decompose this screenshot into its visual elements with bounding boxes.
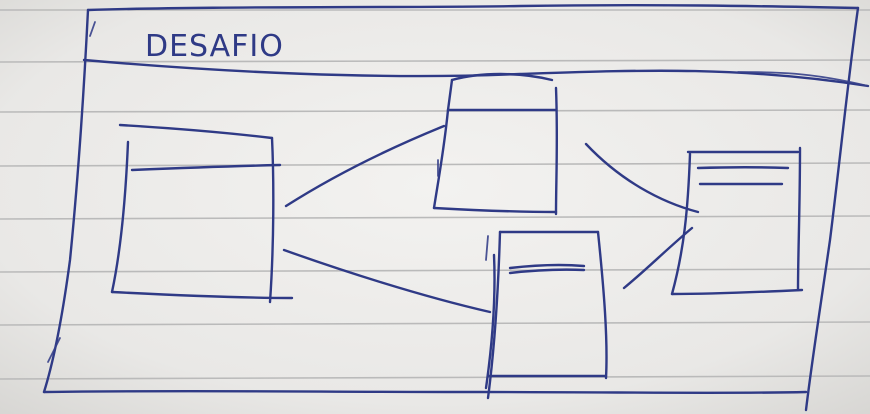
arrow-top-to-right [584, 142, 700, 214]
box-left [110, 123, 294, 304]
sketch-title: DESAFIO [145, 29, 284, 64]
connectors [282, 124, 700, 314]
box-top [432, 72, 559, 216]
box-bottom [484, 230, 608, 400]
box-right [670, 146, 804, 296]
ruled-lines [0, 9, 870, 380]
arrow-bottom-to-right [622, 226, 694, 290]
arrow-left-to-bottom [282, 248, 492, 314]
arrow-left-to-top [284, 124, 446, 208]
